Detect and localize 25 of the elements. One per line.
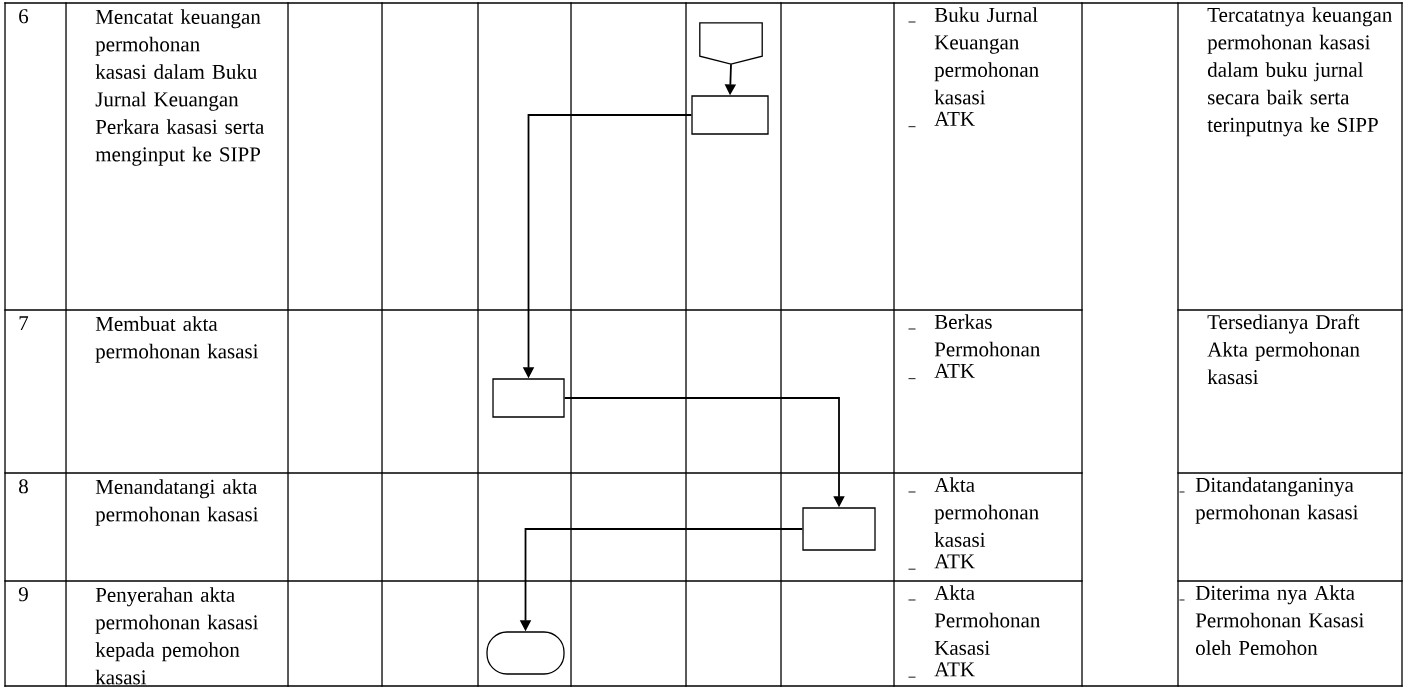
row-number: 7 (19, 316, 29, 330)
activity-text: Menandatangi akta permohonan kasasi (95, 479, 259, 526)
off-page-connector (699, 22, 763, 65)
list-item: ATK (934, 554, 975, 569)
row-number: 8 (19, 479, 28, 494)
output-text: Tersedianya Draft Akta permohonan kasasi (1207, 314, 1360, 385)
output-text: Tercatatnya keuangan permohonan kasasi dalam buku jurnal secara baik serta terinputnya ke SIPP (1207, 7, 1392, 137)
activity-text: Penyerahan akta permohonan kasasi kepada pemohon kasasi (95, 587, 259, 685)
process-box (691, 95, 769, 135)
process-box (802, 507, 876, 551)
activity-text: Membuat akta permohonan kasasi (95, 316, 259, 363)
output-text: Diterima nya Akta Permohonan Kasasi oleh Pemohon (1195, 585, 1364, 655)
process-box (492, 378, 565, 418)
terminator-shape (486, 631, 565, 675)
list-item: ATK (934, 662, 975, 677)
list-item: Akta permohonan kasasi (934, 477, 1039, 547)
output-text: Ditandatanganinya permohonan kasasi (1195, 477, 1359, 524)
row-number: 9 (18, 587, 28, 602)
row-number: 6 (19, 9, 29, 24)
list-item: ATK (934, 111, 975, 126)
activity-text: Mencatat keuangan permohonan kasasi dalam Buku Jurnal Keuangan Perkara kasasi serta menginput ke SIPP (95, 9, 264, 166)
list-item: Berkas Permohonan (934, 314, 1041, 357)
list-item: Buku Jurnal Keuangan permohonan kasasi (934, 7, 1039, 105)
list-item: ATK (934, 363, 975, 378)
list-item: Akta Permohonan Kasasi (934, 585, 1041, 655)
